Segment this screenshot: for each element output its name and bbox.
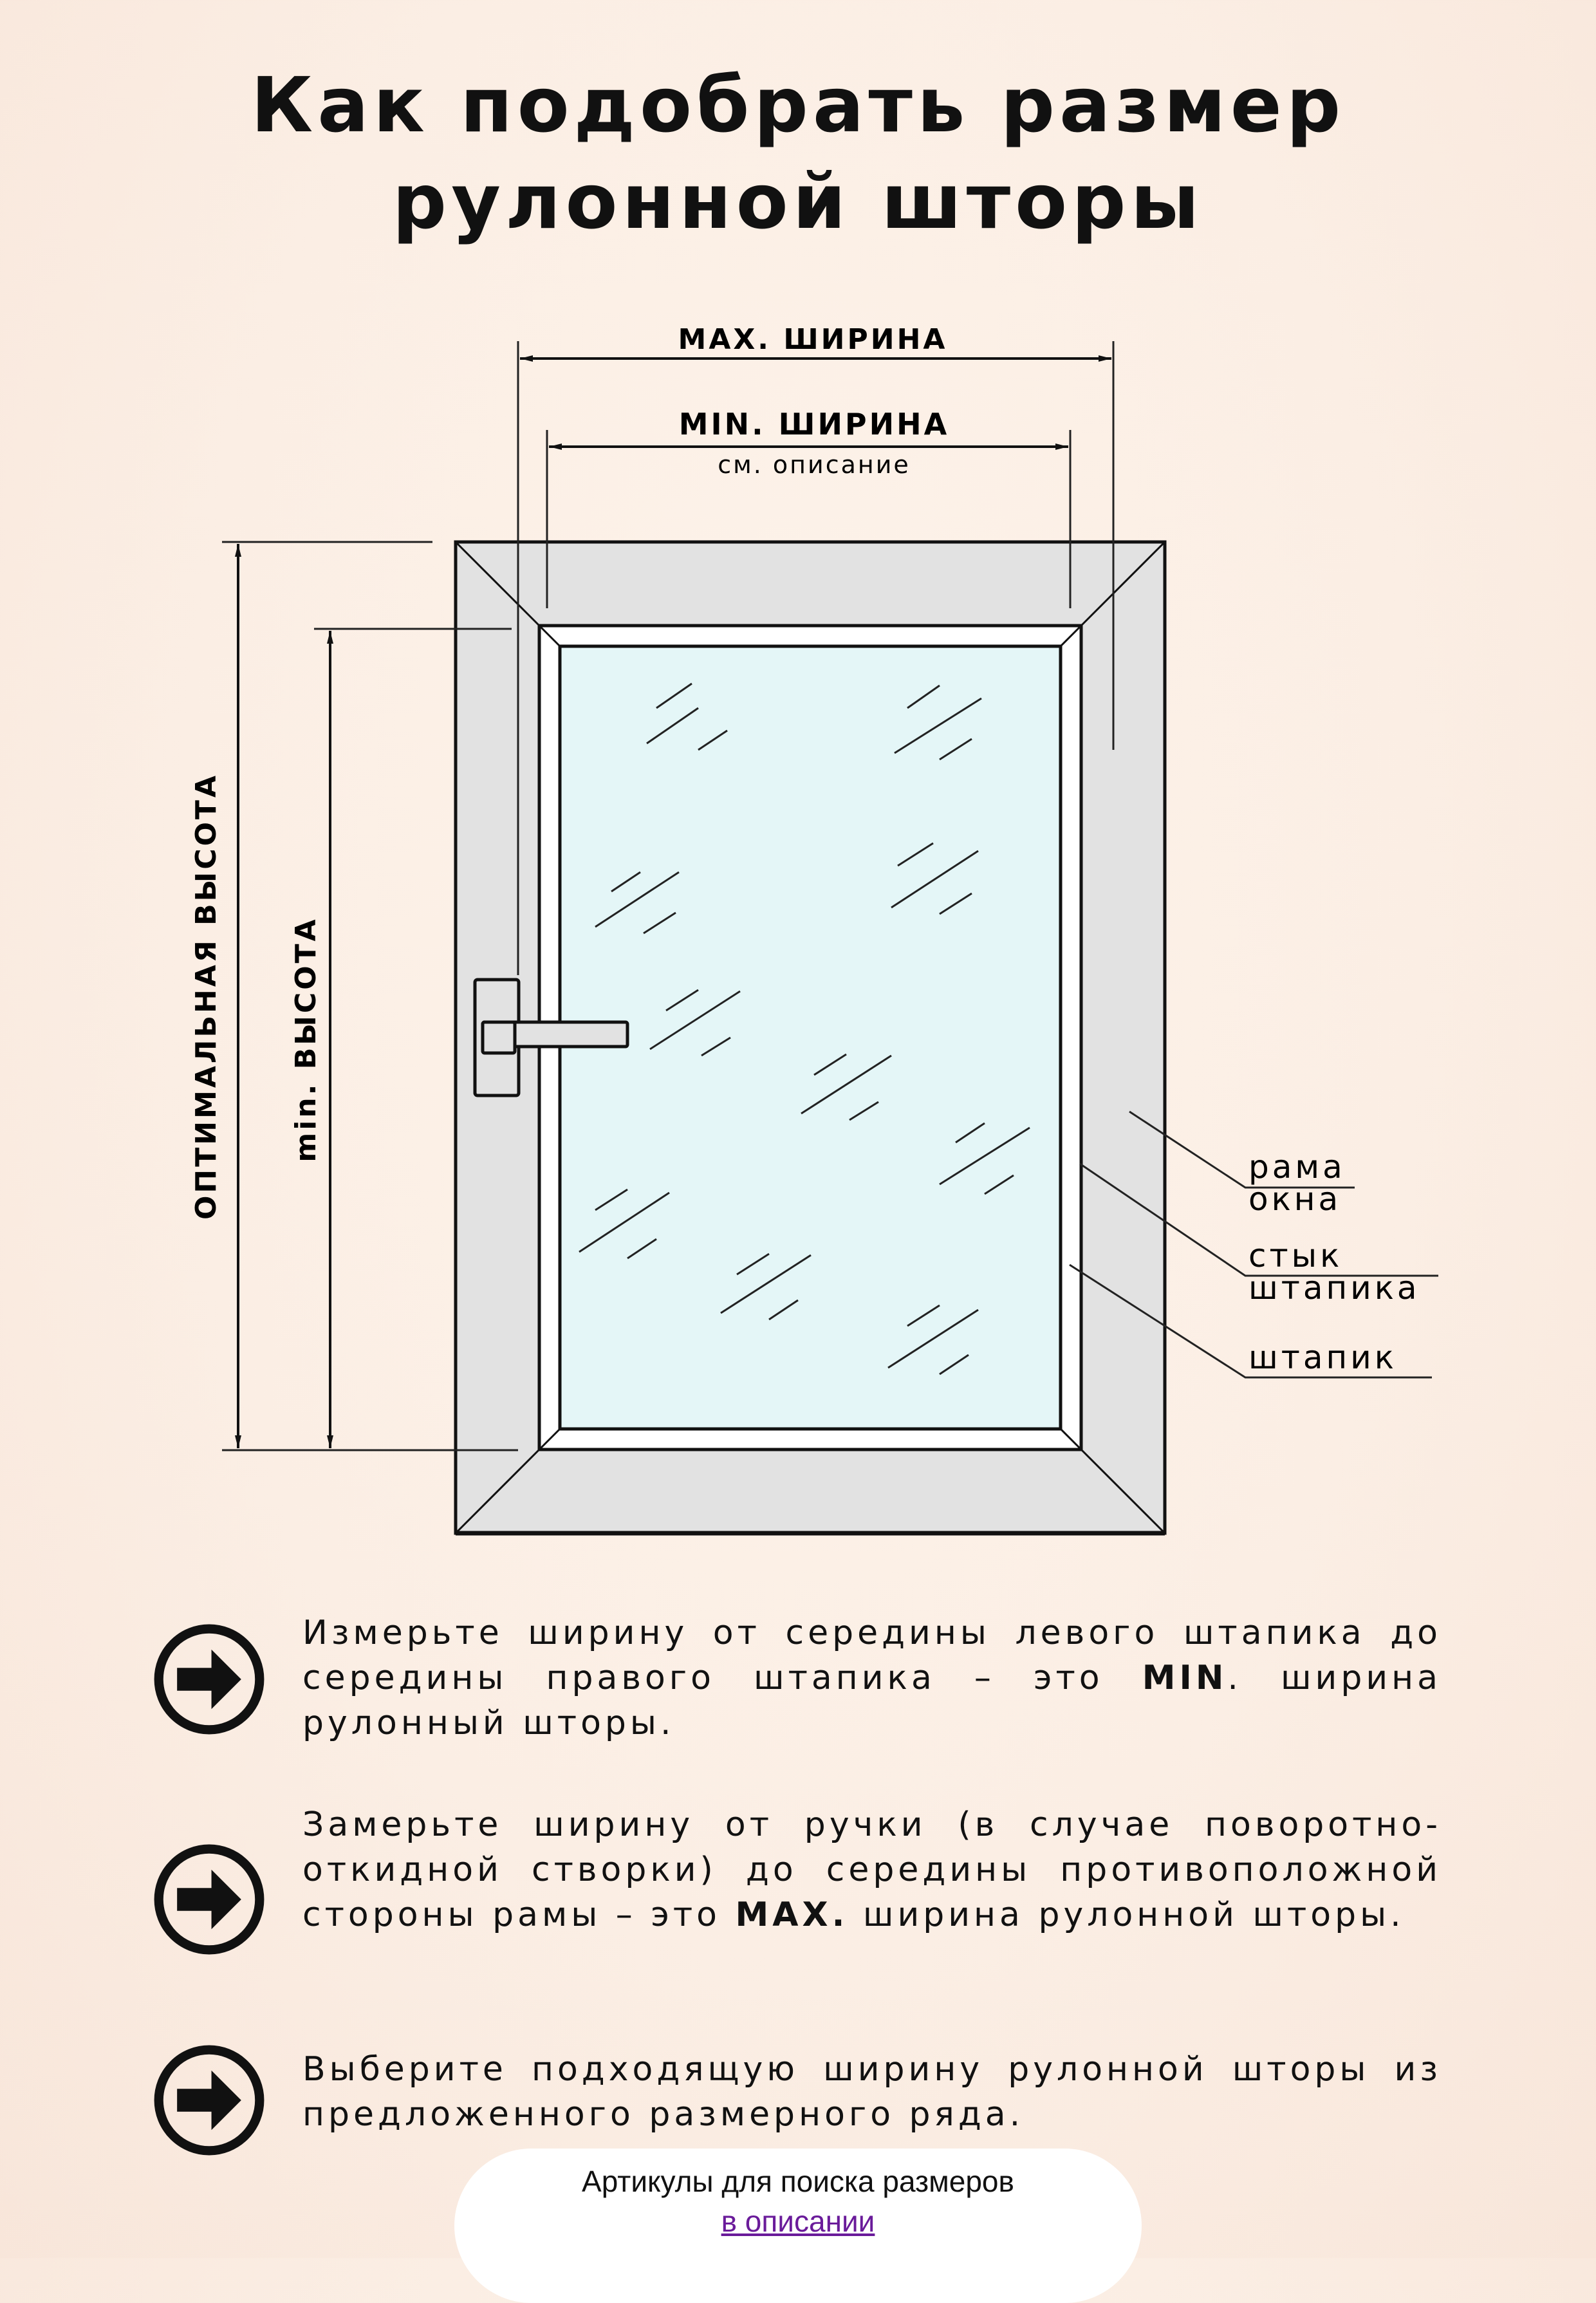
footer-caption: Артикулы для поиска размеров	[582, 2165, 1014, 2198]
window-handle-icon	[473, 978, 629, 1097]
instruction-2-bold: MAX.	[735, 1896, 849, 1934]
callout-frame-line1: рама	[1248, 1148, 1346, 1186]
optimal-height-dimension	[222, 541, 518, 1451]
instruction-3-text: Выберите подходящую ширину рулонной штор…	[302, 2050, 1442, 2134]
min-height-label: min. ВЫСОТА	[290, 917, 322, 1162]
callout-joint-line2: штапика	[1248, 1269, 1420, 1307]
page-title-line2: рулонной шторы	[392, 157, 1204, 246]
instruction-2: Замерьте ширину от ручки (в случае повор…	[302, 1802, 1442, 1937]
arrow-right-circle-icon	[154, 2045, 264, 2156]
callout-frame-line2: окна	[1248, 1180, 1341, 1218]
optimal-height-label: ОПТИМАЛЬНАЯ ВЫСОТА	[190, 773, 223, 1220]
callout-bead: штапик	[1248, 1339, 1397, 1376]
window-glass	[558, 644, 1062, 1431]
page-title-line1: Как подобрать размер	[250, 61, 1346, 149]
min-width-dimension	[546, 430, 1072, 608]
max-width-label: MAX. ШИРИНА	[678, 323, 948, 356]
min-width-note: см. описание	[718, 451, 911, 479]
instruction-1-text-end: . ширина рулонный шторы.	[302, 1659, 1442, 1742]
callout-joint-line1: стык	[1248, 1237, 1342, 1274]
min-width-label: MIN. ШИРИНА	[679, 407, 950, 442]
instruction-1-bold: MIN	[1142, 1659, 1228, 1697]
arrow-right-circle-icon	[154, 1624, 264, 1735]
arrow-right-circle-icon	[154, 1844, 264, 1955]
min-height-dimension	[314, 628, 512, 1448]
instruction-1-text: Измерьте ширину от середины левого штапи…	[302, 1614, 1442, 1697]
instruction-3: Выберите подходящую ширину рулонной штор…	[302, 2047, 1442, 2137]
callout-leaders	[1069, 1110, 1438, 1379]
instruction-2-text-end: ширина рулонной шторы.	[848, 1896, 1405, 1934]
instruction-1: Измерьте ширину от середины левого штапи…	[302, 1610, 1442, 1746]
max-width-dimension	[517, 341, 1115, 975]
footer-description-link[interactable]: в описании	[721, 2205, 875, 2238]
instruction-2-text: Замерьте ширину от ручки (в случае повор…	[302, 1805, 1442, 1934]
